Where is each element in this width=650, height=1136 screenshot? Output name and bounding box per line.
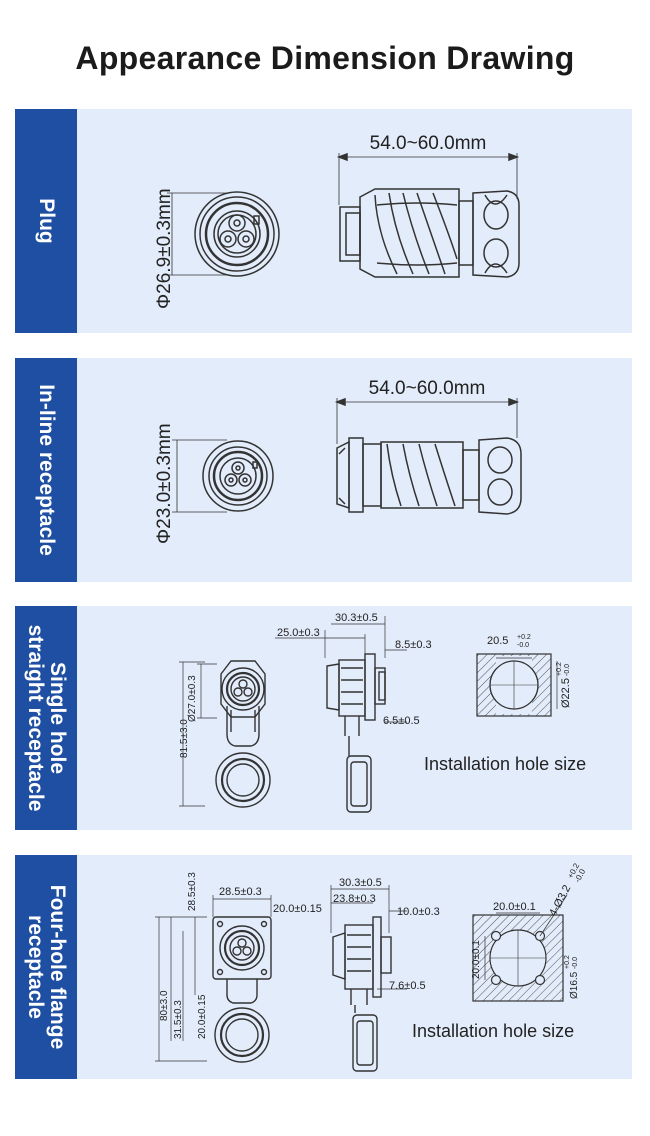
single-hole-d: Ø22.5: [560, 678, 572, 708]
four-length-d: 7.6±0.5: [389, 980, 426, 992]
four-height-b: 31.5±0.3: [173, 1000, 184, 1039]
plug-diameter-label: Φ26.9±0.3mm: [154, 188, 175, 309]
tab-label-single-line1: Single hole: [46, 661, 69, 774]
tab-label-four-line2: receptacle: [24, 915, 47, 1019]
single-side-view: [275, 616, 407, 813]
plug-length-label: 54.0~60.0mm: [370, 133, 487, 154]
plug-side-view: [336, 152, 520, 278]
four-install-note: Installation hole size: [412, 1021, 575, 1041]
single-install-note: Installation hole size: [424, 754, 587, 774]
single-head-dia: Ø27.0±0.3: [187, 675, 198, 722]
four-flange-h: 28.5±0.3: [187, 872, 198, 911]
tab-label-four-line1: Four-hole flange: [46, 884, 69, 1050]
plug-dia-text: Φ26.9±0.3mm: [154, 188, 175, 309]
single-hole-w-tol-dn: -0.0: [517, 642, 529, 649]
page-title: Appearance Dimension Drawing: [75, 40, 575, 76]
single-hole-d-tol-dn: -0.0: [564, 664, 571, 676]
tab-label-single: Single hole straight receptacle: [24, 613, 69, 823]
four-length-a: 30.3±0.5: [339, 877, 382, 889]
four-hole-pitch-h: 20.0±0.1: [471, 940, 482, 979]
tab-inline-receptacle: In-line receptacle: [15, 358, 77, 582]
four-install-hole: [472, 894, 568, 1002]
four-hole-pitch: 20.0±0.15: [273, 903, 322, 915]
inline-drawing: Φ23.0±0.3mm 54.0~60.0mm: [154, 378, 522, 544]
single-install-hole: [476, 653, 558, 717]
single-length-a: 30.3±0.5: [335, 612, 378, 624]
four-height-total: 80±3.0: [159, 990, 170, 1021]
four-center-tol-dn: -0.0: [572, 957, 579, 969]
plug-front-view: [167, 191, 280, 277]
inline-front-view: [172, 439, 274, 513]
single-front-view: [179, 660, 271, 808]
inline-length-label: 54.0~60.0mm: [369, 378, 486, 399]
tab-single-hole: Single hole straight receptacle: [15, 606, 77, 830]
four-length-c: 10.0±0.3: [397, 906, 440, 918]
four-center-hole: Ø16.5: [569, 971, 580, 999]
panel-four-hole: Four-hole flange receptacle: [15, 855, 632, 1079]
tab-label-inline: In-line receptacle: [35, 384, 58, 556]
single-length-c: 8.5±0.3: [395, 639, 432, 651]
four-length-b: 23.8±0.3: [333, 893, 376, 905]
tab-label-single-line2: straight receptacle: [24, 624, 47, 812]
single-hole-w-tol-up: +0.2: [517, 634, 531, 641]
panel-plug: Plug Φ26.9±0.3mm: [15, 109, 632, 333]
inline-diameter-label: Φ23.0±0.3mm: [154, 423, 175, 544]
tab-plug: Plug: [15, 109, 77, 333]
single-length-d: 6.5±0.5: [383, 715, 420, 727]
four-hole-pitch-w: 20.0±0.1: [493, 901, 536, 913]
single-height-total: 81.5±3.0: [179, 719, 190, 758]
four-pitch-v: 20.0±0.15: [197, 994, 208, 1039]
tab-label-plug: Plug: [35, 198, 58, 244]
tab-four-hole: Four-hole flange receptacle: [15, 855, 77, 1079]
panel-inline-receptacle: In-line receptacle Φ23.0±0.3mm: [15, 358, 632, 582]
single-length-b: 25.0±0.3: [277, 627, 320, 639]
tab-label-four: Four-hole flange receptacle: [24, 862, 69, 1072]
single-hole-d-tol-up: +0.2: [556, 662, 563, 676]
four-flange-w: 28.5±0.3: [219, 886, 262, 898]
panel-single-hole: Single hole straight receptacle: [15, 606, 632, 830]
single-hole-drawing: 81.5±3.0 Ø27.0±0.3 30.3±0.5 25.0±0.3 8.5…: [179, 612, 572, 813]
inline-side-view: [334, 397, 522, 515]
four-center-tol-up: +0.2: [564, 955, 571, 969]
four-hole-drawing: 28.5±0.3 28.5±0.3 20.0±0.15 20.0±0.15 80…: [155, 861, 587, 1072]
four-front-view: [155, 895, 272, 1063]
single-hole-w: 20.5: [487, 635, 508, 647]
four-side-view: [330, 885, 407, 1072]
plug-drawing: Φ26.9±0.3mm 54.0~60.0mm: [154, 133, 520, 309]
four-screw-hole: 4-Ø3.2: [547, 883, 573, 918]
